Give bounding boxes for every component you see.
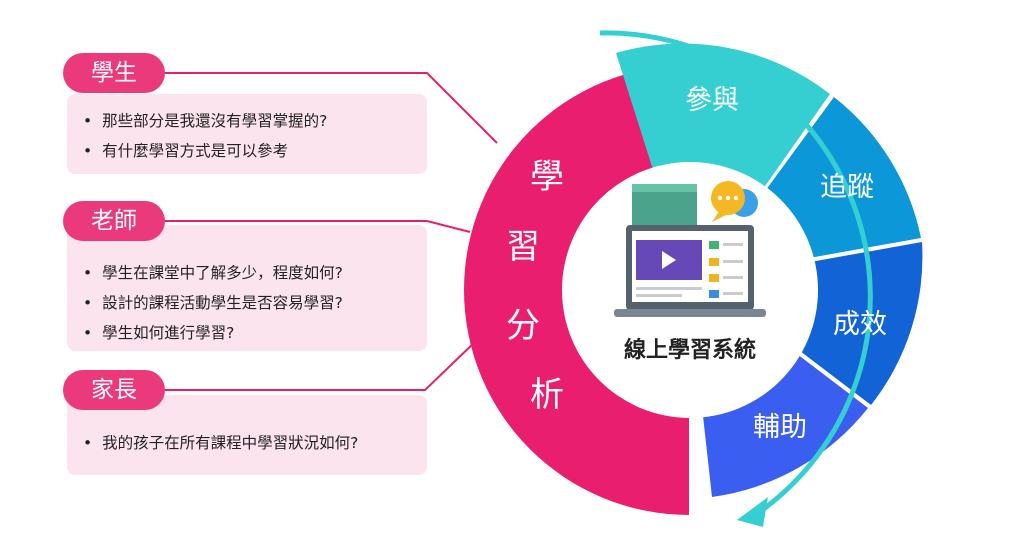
role-label-parent: 家長 (63, 370, 165, 410)
cycle-arrow-head-icon (737, 497, 768, 527)
role-label-teacher: 老師 (63, 201, 165, 241)
analysis-char: 分 (506, 306, 540, 346)
laptop-book-chat-icon (614, 181, 766, 317)
list-item: 我的孩子在所有課程中學習狀況如何? (83, 428, 417, 458)
connector-line (165, 339, 478, 391)
list-item: 學生如何進行學習? (83, 318, 417, 348)
segment-label-tracking: 追蹤 (820, 172, 874, 203)
list-item: 那些部分是我還沒有學習掌握的? (83, 106, 417, 136)
connector-line (165, 72, 498, 144)
teacher-question-box: 學生在課堂中了解多少，程度如何? 設計的課程活動學生是否容易學習? 學生如何進行… (67, 225, 427, 351)
list-item: 設計的課程活動學生是否容易學習? (83, 288, 417, 318)
list-item: 學生在課堂中了解多少，程度如何? (83, 258, 417, 288)
segment-participation (616, 43, 830, 196)
analysis-char: 習 (506, 227, 540, 267)
list-item: 有什麼學習方式是可以參考 (83, 136, 417, 166)
center-title: 線上學習系統 (624, 337, 756, 363)
segment-label-assistance: 輔助 (753, 412, 807, 443)
role-label-student: 學生 (63, 53, 165, 93)
analysis-char: 析 (530, 375, 564, 415)
student-question-box: 那些部分是我還沒有學習掌握的? 有什麼學習方式是可以參考 (67, 94, 427, 174)
cycle-arrow-arc (599, 30, 873, 516)
analysis-char: 學 (530, 157, 564, 197)
connector-line (165, 220, 471, 233)
segment-label-participation: 參與 (685, 85, 739, 116)
segment-label-effectiveness: 成效 (833, 309, 887, 340)
